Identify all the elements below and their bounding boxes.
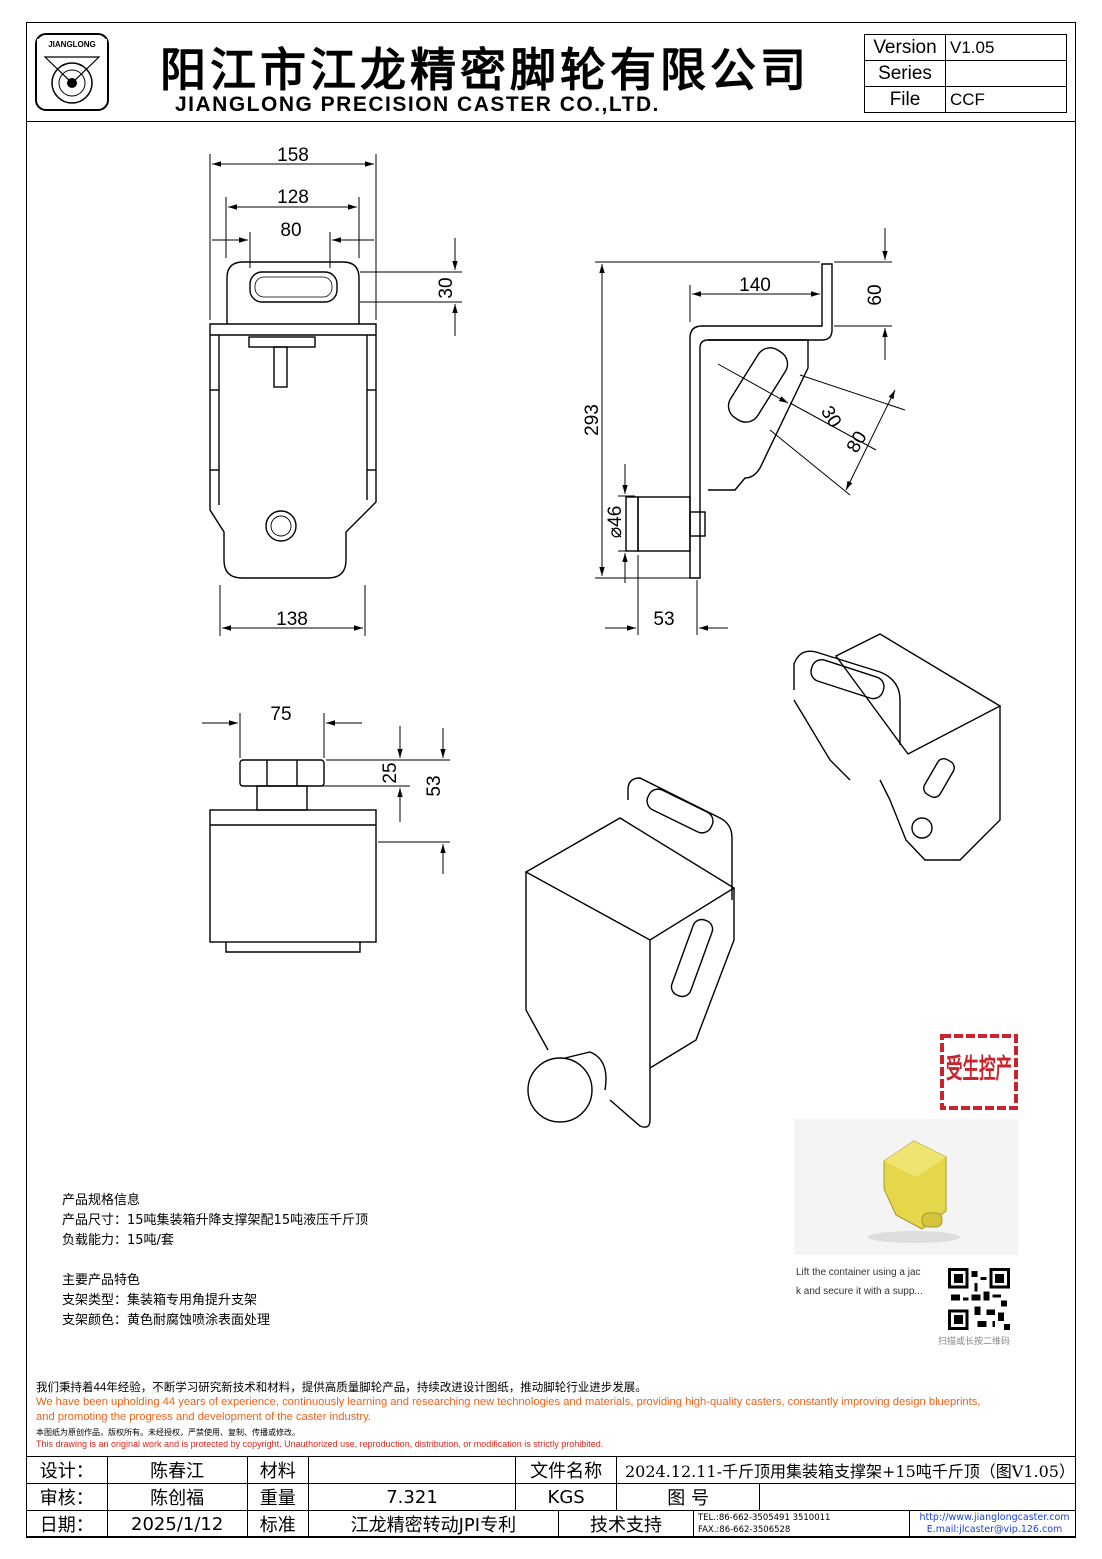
date-label: 日期： [26,1510,108,1538]
notice-en-line2: and promoting the progress and developme… [36,1411,371,1423]
file-value: CCF [945,86,1067,113]
notice-cn: 我们秉持着44年经验，不断学习研究新技术和材料，提供高质量脚轮产品，持续改进设计… [36,1382,647,1394]
dim-80: 80 [280,220,301,241]
dim-53-top: 53 [424,775,445,796]
front-view [209,261,377,579]
weight-value: 7.321 [307,1483,517,1511]
side-view [625,263,833,579]
stamp: 受生控产 [940,1034,1018,1110]
dim-128: 128 [277,187,309,208]
notice-en-line1: We have been upholding 44 years of exper… [36,1396,981,1408]
title-block: 设计： 陈春江 材料 文件名称 2024.12.11-千斤顶用集装箱支撑架+15… [26,1456,1077,1538]
spec-size: 产品尺寸：15吨集装箱升降支撑架配15吨液压千斤顶 [62,1213,369,1228]
website-link[interactable]: http://www.jianglongcaster.com [919,1512,1070,1523]
design-value: 陈春江 [106,1456,248,1484]
preview-caption-line2: k and secure it with a supp... [796,1286,923,1297]
design-label: 设计： [26,1456,108,1484]
drawing-no-label: 图 号 [615,1483,761,1511]
dim-75: 75 [270,704,291,725]
header-divider [26,121,1076,122]
company-name-cn: 阳江市江龙精密脚轮有限公司 [160,43,810,97]
dim-138: 138 [276,609,308,630]
iso-view-back [793,633,1002,861]
contact-phone: TEL.:86-662-3505491 3510011 FAX.:86-662-… [692,1510,911,1538]
technical-drawing: 158 128 80 30 138 140 60 293 30 80 ⌀46 5… [202,145,1002,1128]
series-value [945,60,1067,87]
fax-text: FAX.:86-662-3506528 [697,1525,791,1535]
material-value [307,1456,517,1484]
copyright-cn: 本图纸为原创作品，版权所有。未经授权，严禁使用、复制、传播或修改。 [36,1428,300,1437]
review-label: 审核： [26,1483,108,1511]
tel-text: TEL.:86-662-3505491 3510011 [697,1513,831,1523]
standard-value: 江龙精密转动JPI专利 [307,1510,560,1538]
dim-dia46: ⌀46 [605,506,626,539]
qr-caption: 扫描或长按二维码 [938,1336,1011,1346]
copyright-en: This drawing is an original work and is … [36,1439,604,1449]
series-label: Series [864,60,946,87]
spec-heading: 产品规格信息 [62,1193,141,1208]
contact-web: http://www.jianglongcaster.com E.mail:jl… [909,1510,1076,1538]
top-view [209,759,377,953]
logo-text: JIANGLONG [48,40,96,49]
support-label: 技术支持 [558,1510,694,1538]
weight-unit: KGS [515,1483,617,1511]
review-value: 陈创福 [106,1483,248,1511]
dim-293: 293 [582,404,603,436]
standard-label: 标准 [246,1510,309,1538]
dim-30-front: 30 [436,277,457,298]
dim-60: 60 [865,284,886,305]
spec-load: 负载能力：15吨/套 [62,1233,174,1248]
company-name-en: JIANGLONG PRECISION CASTER CO.,LTD. [175,93,660,116]
drawing-no-value [759,1483,1076,1511]
feature-color: 支架颜色：黄色耐腐蚀喷涂表面处理 [62,1313,271,1328]
iso-view-front [524,777,736,1128]
dim-140: 140 [739,275,771,296]
email-link[interactable]: E.mail:jlcaster@vip.126.com [926,1524,1063,1535]
dim-53-side: 53 [653,609,674,630]
version-label: Version [864,34,946,61]
preview-caption-line1: Lift the container using a jac [796,1267,921,1278]
feature-heading: 主要产品特色 [62,1273,141,1288]
filename-value: 2024.12.11-千斤顶用集装箱支撑架+15吨千斤顶（图V1.05） [615,1456,1077,1484]
date-value: 2025/1/12 [106,1510,248,1538]
dim-80-slot: 80 [843,428,872,457]
stamp-text: 受生控产 [946,1053,1012,1085]
dim-25: 25 [380,762,401,783]
material-label: 材料 [246,1456,309,1484]
qr-code[interactable] [948,1268,1010,1330]
filename-label: 文件名称 [515,1456,617,1484]
dim-158: 158 [277,145,309,166]
product-preview-image [794,1119,1018,1255]
company-logo: JIANGLONG [35,33,109,111]
dim-30-slot: 30 [816,403,845,432]
feature-type: 支架类型：集装箱专用角提升支架 [62,1293,258,1308]
weight-label: 重量 [246,1483,309,1511]
